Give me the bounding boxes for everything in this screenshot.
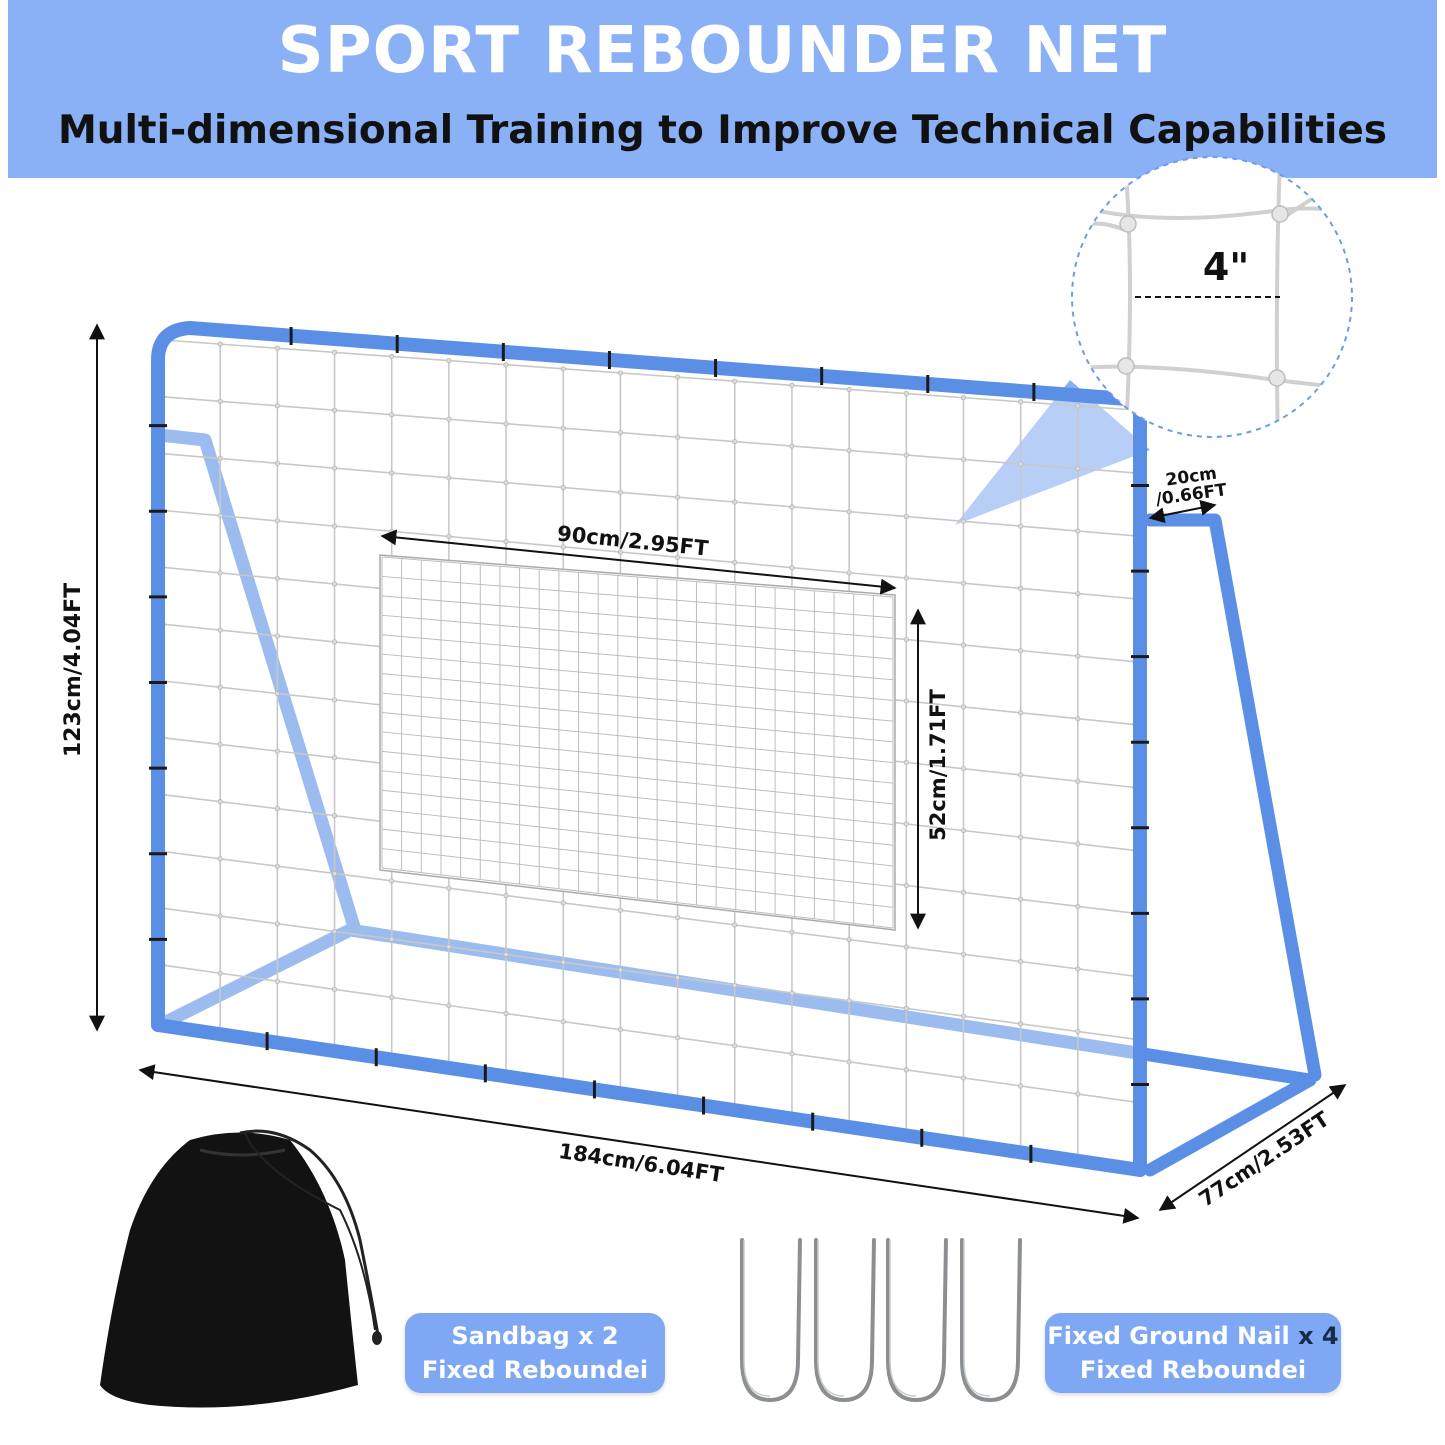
sandbag-badge-line1: Sandbag x 2: [451, 1322, 619, 1350]
sandbag-image: [100, 1129, 382, 1408]
nail-badge-qty: x 4: [1298, 1322, 1339, 1350]
target-panel: [379, 554, 896, 931]
sandbag-badge-line2: Fixed Reboundei: [421, 1356, 649, 1384]
sandbag-badge: Sandbag x 2 Fixed Reboundei: [405, 1313, 665, 1393]
height-label: 123cm/4.04FT: [61, 583, 86, 757]
length-label: 184cm/6.04FT: [557, 1139, 726, 1187]
nail-badge-line2: Fixed Reboundei: [1079, 1356, 1307, 1384]
mesh-zoom-callout: 4": [1071, 156, 1353, 438]
page-subtitle: Multi-dimensional Training to Improve Te…: [57, 108, 1387, 153]
nail-badge: Fixed Ground Nail x 4 Fixed Reboundei: [1045, 1313, 1341, 1393]
nail-badge-text: Fixed Ground Nail: [1047, 1322, 1290, 1350]
target-height-dimension: 52cm/1.71FT: [910, 608, 950, 930]
height-dimension: 123cm/4.04FT: [61, 323, 105, 1032]
mesh-size-label: 4": [1203, 245, 1249, 289]
offset-dimension: 20cm /0.66FT: [1148, 464, 1228, 524]
target-height-label: 52cm/1.71FT: [926, 688, 950, 840]
header-banner: SPORT REBOUNDER NET Multi-dimensional Tr…: [8, 0, 1437, 178]
depth-label: 77cm/2.53FT: [1194, 1106, 1334, 1211]
page-title: SPORT REBOUNDER NET: [277, 14, 1168, 88]
ground-nails-image: [740, 1238, 1022, 1403]
zoom-pointer: [955, 380, 1150, 525]
